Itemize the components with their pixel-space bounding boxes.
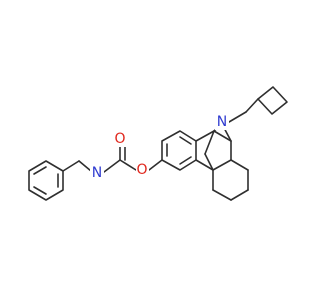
benzyl-linker xyxy=(62,160,92,172)
cyclobutylmethyl-group xyxy=(228,86,288,123)
aromatic-ring-core xyxy=(161,130,197,171)
atom-label-ring-nitrogen: N xyxy=(215,114,229,130)
carbonyl-oxygen-label: O xyxy=(114,131,125,147)
structure-canvas: N O O N xyxy=(28,86,288,201)
ester-linker xyxy=(148,159,163,171)
ring-nitrogen-label: N xyxy=(217,114,227,130)
atom-label-carbonyl-oxygen: O xyxy=(114,131,127,147)
morphinan-core xyxy=(195,123,249,201)
carbamate-group xyxy=(103,142,137,173)
benzyl-phenyl-ring xyxy=(28,160,64,201)
atom-label-ester-oxygen: O xyxy=(136,162,149,178)
atom-label-carbamate-nitrogen: N xyxy=(90,165,104,181)
carbamate-nitrogen-label: N xyxy=(92,165,102,181)
ester-oxygen-label: O xyxy=(136,162,147,178)
molecule-diagram: N O O N xyxy=(28,86,288,201)
